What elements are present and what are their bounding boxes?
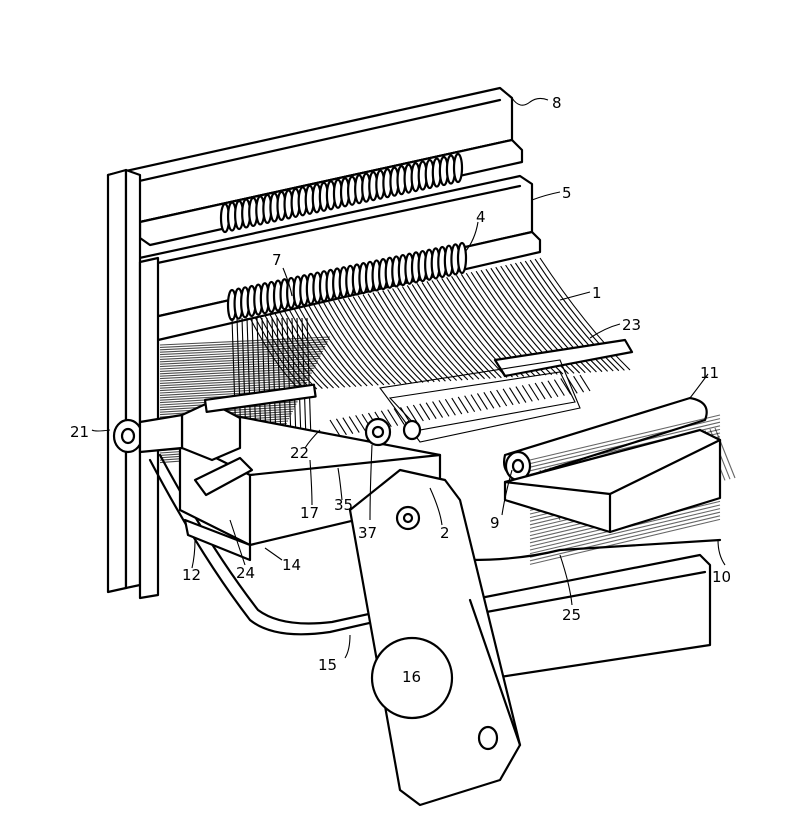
label-8: 8 bbox=[552, 94, 562, 112]
bracket-22 bbox=[112, 383, 317, 462]
label-14: 14 bbox=[282, 556, 301, 574]
label-10: 10 bbox=[712, 568, 731, 586]
label-1: 1 bbox=[592, 284, 602, 302]
heddle-bar-23 bbox=[493, 338, 634, 378]
label-23: 23 bbox=[622, 316, 641, 334]
label-4: 4 bbox=[476, 208, 486, 226]
label-35: 35 bbox=[334, 496, 353, 514]
drive-arm-15 bbox=[348, 468, 522, 807]
label-17: 17 bbox=[300, 504, 319, 522]
leader-lines bbox=[91, 97, 726, 659]
label-5: 5 bbox=[562, 184, 572, 202]
curved-rod bbox=[148, 458, 722, 636]
label-9: 9 bbox=[490, 514, 500, 532]
label-25: 25 bbox=[562, 606, 581, 624]
label-2: 2 bbox=[440, 524, 450, 542]
spring-upper bbox=[219, 152, 464, 234]
label-22: 22 bbox=[290, 444, 309, 462]
reference-labels: 8 5 4 7 1 23 11 21 22 17 35 37 2 9 10 12… bbox=[70, 94, 731, 686]
label-16: 16 bbox=[402, 668, 421, 686]
label-21: 21 bbox=[70, 423, 89, 441]
base-plate-25 bbox=[468, 553, 712, 682]
label-12: 12 bbox=[182, 566, 201, 584]
label-15: 15 bbox=[318, 656, 337, 674]
label-11: 11 bbox=[700, 364, 719, 382]
label-7: 7 bbox=[272, 251, 282, 269]
label-37: 37 bbox=[358, 524, 377, 542]
rollers bbox=[364, 417, 422, 447]
label-24: 24 bbox=[236, 564, 255, 582]
